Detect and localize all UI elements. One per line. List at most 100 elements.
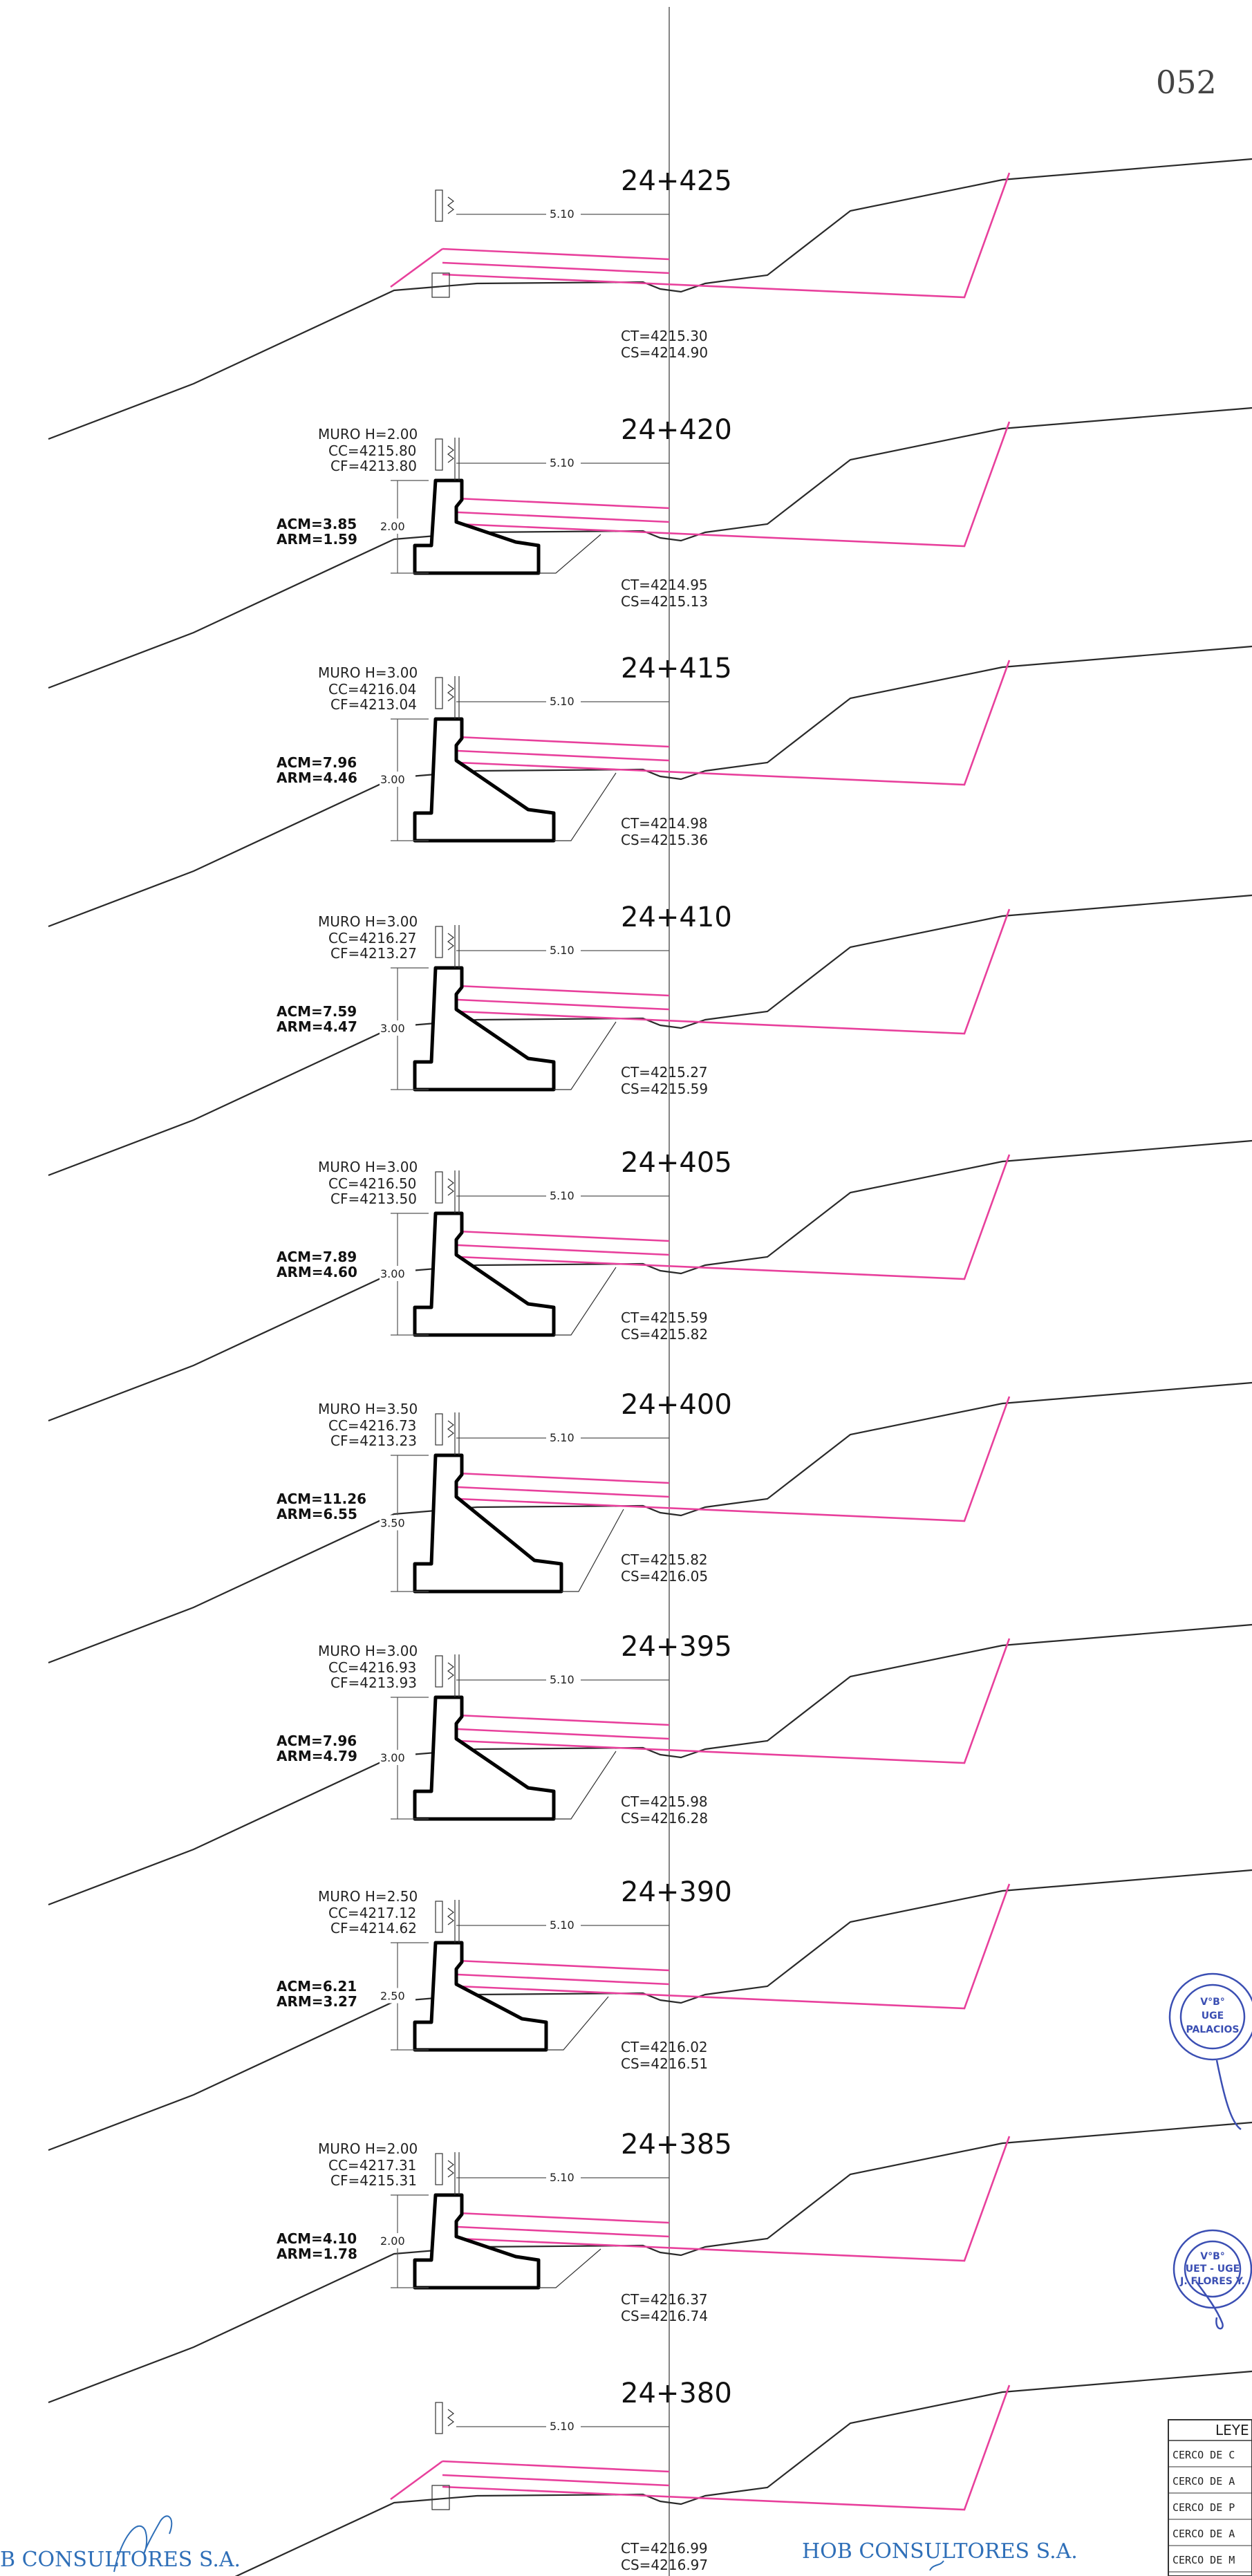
- retaining-wall: [413, 478, 541, 575]
- stamp-line: J. FLORES Y.: [1179, 2276, 1245, 2287]
- wall-height-value: 2.00: [380, 2234, 405, 2248]
- wall-height-value: 3.50: [380, 1517, 405, 1530]
- cs-elevation: CS=4216.51: [621, 2055, 708, 2072]
- wall-acm: ACM=7.96: [277, 754, 357, 771]
- wall-title: MURO H=3.00: [318, 913, 418, 930]
- width-value: 5.10: [550, 456, 574, 469]
- wall-height-value: 2.50: [380, 1990, 405, 2003]
- station-label: 24+420: [621, 414, 732, 446]
- cs-elevation: CS=4216.05: [621, 1568, 708, 1585]
- dim-mask: [380, 1750, 415, 1765]
- page-number: 052: [1156, 64, 1217, 101]
- ct-elevation: CT=4216.37: [621, 2291, 708, 2308]
- wall-arm: ARM=4.79: [277, 1748, 357, 1764]
- wall-height-value: 3.00: [380, 1751, 405, 1764]
- ground-profile: [48, 407, 1252, 689]
- guard-post: [435, 1413, 443, 1446]
- dim-mask: [546, 1430, 581, 1444]
- width-value: 5.10: [550, 207, 574, 221]
- width-value: 5.10: [550, 2171, 574, 2184]
- ground-profile: [234, 2370, 1252, 2576]
- wall-arm: ARM=1.78: [277, 2246, 357, 2262]
- cut-slope: [390, 248, 443, 288]
- wall-title: MURO H=3.00: [318, 1643, 418, 1659]
- company-name-right: HOB CONSULTORES S.A.: [802, 2539, 1078, 2564]
- ground-profile: [48, 894, 1252, 1177]
- stamp-line: UGE: [1202, 2010, 1224, 2022]
- dim-mask: [546, 2419, 581, 2433]
- wall-cc: CC=4217.12: [328, 1905, 416, 1921]
- width-value: 5.10: [550, 944, 574, 957]
- station-label: 24+390: [621, 1876, 732, 1908]
- ct-elevation: CT=4215.30: [621, 328, 708, 344]
- ct-elevation: CT=4215.27: [621, 1064, 708, 1081]
- dim-mask: [546, 1672, 581, 1686]
- guard-rail-symbol: [447, 933, 454, 951]
- wall-title: MURO H=3.50: [318, 1401, 418, 1417]
- guard-rail-symbol: [447, 1662, 454, 1680]
- wall-arm: ARM=4.47: [277, 1018, 357, 1035]
- guard-post: [435, 1901, 443, 1933]
- wall-title: MURO H=2.00: [318, 426, 418, 442]
- wall-cc: CC=4216.27: [328, 930, 416, 946]
- guard-rail-symbol: [447, 196, 454, 214]
- guard-post: [435, 1171, 443, 1204]
- cs-elevation: CS=4216.28: [621, 1810, 708, 1827]
- legend-row-label: CERCO DE P: [1172, 2501, 1235, 2514]
- wall-acm: ACM=3.85: [277, 516, 357, 532]
- wall-cc: CC=4216.93: [328, 1659, 416, 1676]
- dim-mask: [546, 1918, 581, 1932]
- road-template: [442, 2136, 1011, 2262]
- width-value: 5.10: [550, 1673, 574, 1686]
- legend-row-label: CERCO DE A: [1172, 2528, 1235, 2540]
- ground-profile: [48, 645, 1252, 928]
- road-template: [442, 2384, 1011, 2511]
- guard-post: [435, 677, 443, 709]
- dim-mask: [380, 2233, 415, 2248]
- ground-profile: [48, 1381, 1252, 1664]
- guard-rail-symbol: [447, 1907, 454, 1925]
- excavation-line: [554, 1021, 617, 1090]
- wall-cf: CF=4215.31: [330, 2172, 417, 2189]
- legend-row-label: CERCO DE A: [1172, 2475, 1235, 2488]
- guard-rail-symbol: [447, 2160, 454, 2178]
- excavation-line: [554, 1751, 617, 1820]
- dim-mask: [546, 1188, 581, 1202]
- excavation-line: [546, 1996, 609, 2051]
- station-label: 24+395: [621, 1631, 732, 1663]
- station-label: 24+400: [621, 1389, 732, 1421]
- guard-post: [435, 438, 443, 471]
- cs-elevation: CS=4215.13: [621, 593, 708, 610]
- guard-rail-symbol: [447, 684, 454, 702]
- excavation-line: [539, 534, 601, 574]
- legend-title: LEYE: [1215, 2422, 1249, 2438]
- ct-elevation: CT=4215.98: [621, 1793, 708, 1810]
- wall-cf: CF=4214.62: [330, 1920, 417, 1936]
- guard-post: [435, 2153, 443, 2185]
- dim-mask: [546, 456, 581, 469]
- wall-cf: CF=4213.93: [330, 1674, 417, 1691]
- wall-acm: ACM=7.89: [277, 1249, 357, 1265]
- road-template: [442, 1638, 1011, 1764]
- retaining-wall: [413, 1453, 563, 1594]
- guard-post: [435, 2402, 443, 2434]
- ct-elevation: CT=4216.99: [621, 2540, 708, 2557]
- station-label: 24+415: [621, 653, 732, 684]
- ground-profile: [48, 1139, 1252, 1422]
- station-label: 24+405: [621, 1147, 732, 1179]
- drain-box: [431, 2485, 450, 2510]
- excavation-line: [554, 772, 617, 841]
- cs-elevation: CS=4215.59: [621, 1081, 708, 1097]
- wall-cf: CF=4213.04: [330, 696, 417, 713]
- station-label: 24+425: [621, 165, 732, 197]
- wall-cc: CC=4215.80: [328, 442, 416, 459]
- road-template: [442, 908, 1011, 1035]
- guard-rail-symbol: [447, 2409, 454, 2427]
